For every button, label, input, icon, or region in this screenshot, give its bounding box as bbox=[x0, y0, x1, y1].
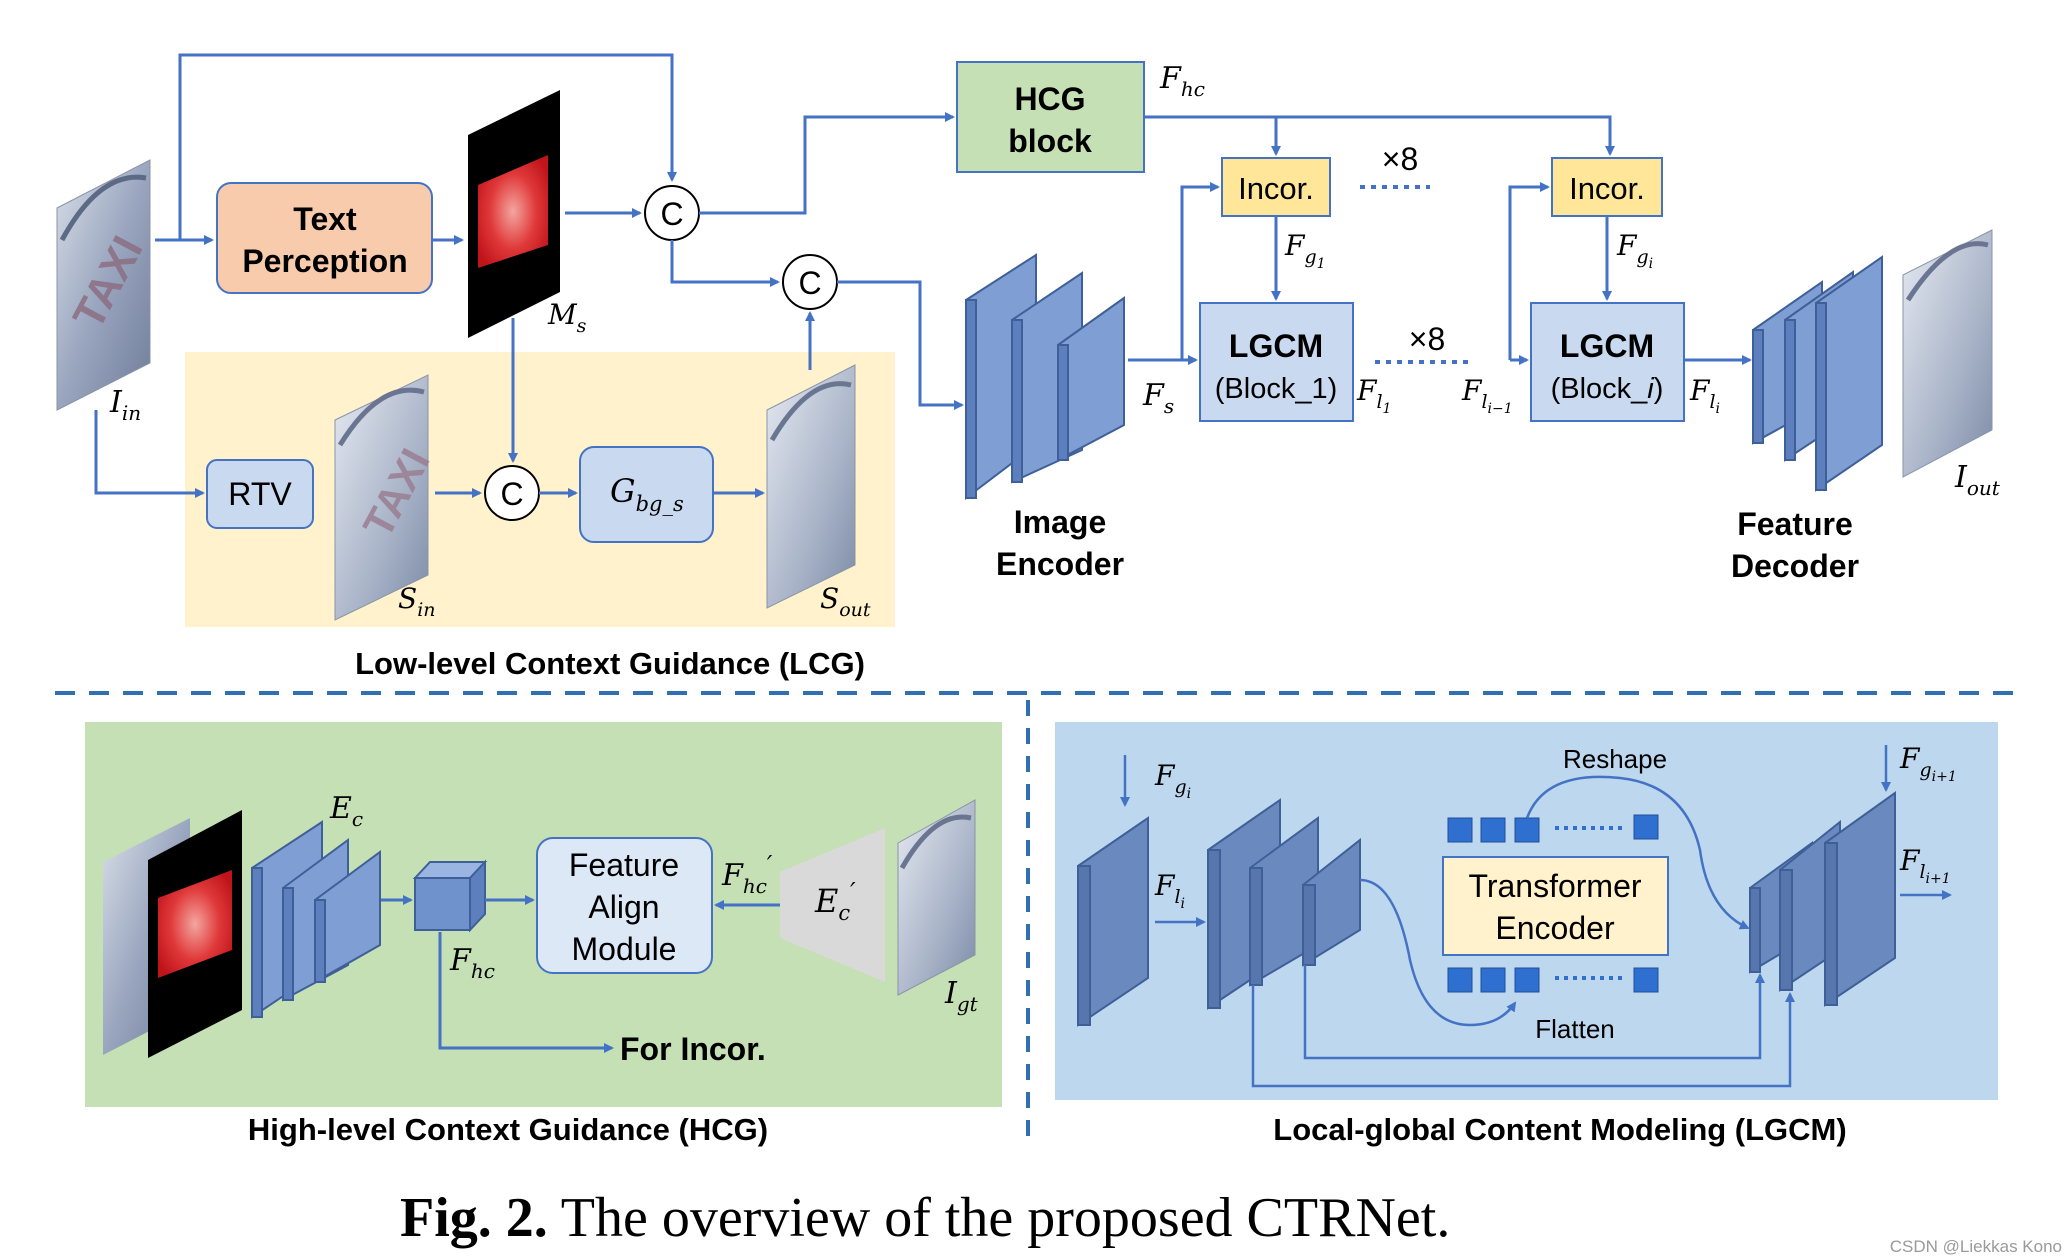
figure-caption: Fig. 2. The overview of the proposed CTR… bbox=[400, 1187, 1450, 1249]
label-S-out: Sout bbox=[820, 582, 871, 621]
label-F-li-top: Fli bbox=[1689, 374, 1720, 417]
label-F-li-minus: Fli−1 bbox=[1461, 374, 1513, 417]
image-encoder-stack bbox=[965, 253, 1125, 501]
token-row-bottom bbox=[1447, 967, 1659, 993]
image-encoder-label-2: Encoder bbox=[996, 546, 1124, 582]
structure-input-image: TAXI bbox=[334, 374, 439, 621]
lgcm-1-label: LGCM bbox=[1229, 328, 1323, 364]
label-F-gi-lgcm: Fgi bbox=[1154, 759, 1191, 802]
concat-label-3: C bbox=[500, 476, 523, 512]
ec-prime-encoder bbox=[780, 828, 885, 982]
feature-align-label-3: Module bbox=[572, 931, 677, 967]
text-perception-label-1: Text bbox=[293, 201, 357, 237]
token-row-top bbox=[1447, 814, 1659, 843]
repeat-label-mid: ×8 bbox=[1409, 321, 1445, 357]
hcg-input-images bbox=[103, 810, 242, 1058]
lgcm-arrows bbox=[1120, 745, 1952, 1088]
top-arrows bbox=[94, 53, 1752, 498]
label-F-gi-top: Fgi bbox=[1616, 229, 1653, 272]
label-F-hc-bottom: Fhc bbox=[449, 943, 495, 983]
lgcm-i-sub: (Block_i) bbox=[1551, 373, 1664, 405]
gt-image bbox=[897, 799, 976, 996]
label-M-s: Ms bbox=[547, 298, 587, 337]
label-F-l1: Fl1 bbox=[1356, 374, 1391, 417]
lcg-title: Low-level Context Guidance (LCG) bbox=[355, 646, 865, 681]
feature-align-label-2: Align bbox=[588, 889, 659, 925]
label-E-c-prime: Ec′ bbox=[814, 878, 856, 925]
hcg-arrows bbox=[381, 895, 780, 1053]
label-F-li-lgcm: Fli bbox=[1154, 869, 1185, 912]
text-perception-block bbox=[216, 182, 433, 294]
transformer-label-1: Transformer bbox=[1468, 868, 1641, 904]
label-S-in: Sin bbox=[398, 582, 436, 621]
text-mask-image bbox=[468, 90, 560, 338]
lgcm-input-map bbox=[1077, 816, 1149, 1027]
output-image bbox=[1902, 229, 1993, 478]
hcg-title: High-level Context Guidance (HCG) bbox=[248, 1112, 768, 1147]
lgcm-1-sub: (Block_1) bbox=[1215, 373, 1338, 405]
incor-label-i: Incor. bbox=[1569, 171, 1645, 206]
feature-decoder-label-2: Decoder bbox=[1731, 548, 1859, 584]
rtv-block bbox=[206, 459, 314, 529]
incor-label-1: Incor. bbox=[1238, 171, 1314, 206]
hcg-feature-cube bbox=[412, 859, 488, 933]
label-F-s: Fs bbox=[1142, 378, 1174, 418]
label-I-gt: Igt bbox=[944, 976, 979, 1016]
label-F-hc-prime: Fhc′ bbox=[721, 851, 773, 898]
label-I-out: Iout bbox=[1954, 460, 2001, 500]
lgcm-title: Local-global Content Modeling (LGCM) bbox=[1273, 1112, 1846, 1147]
transformer-encoder bbox=[1442, 856, 1669, 956]
lgcm-block-1 bbox=[1199, 302, 1354, 422]
watermark: CSDN @Liekkas Kono bbox=[1890, 1237, 2062, 1256]
reshape-label: Reshape bbox=[1563, 744, 1667, 774]
input-image: TAXI bbox=[56, 159, 153, 411]
label-I-in: Iin bbox=[109, 385, 141, 425]
for-incor-label: For Incor. bbox=[620, 1031, 766, 1067]
concat-label-2: C bbox=[798, 265, 821, 301]
feature-decoder-label-1: Feature bbox=[1737, 506, 1853, 542]
feature-decoder-stack bbox=[1752, 255, 1883, 492]
lgcm-i-label: LGCM bbox=[1560, 328, 1654, 364]
structure-output-image bbox=[766, 364, 856, 609]
incor-block-i bbox=[1551, 157, 1663, 217]
feature-align-module bbox=[536, 837, 713, 974]
label-F-li1: Fli+1 bbox=[1899, 844, 1951, 887]
hcg-encoder-stack bbox=[251, 820, 381, 1019]
feature-align-label-1: Feature bbox=[569, 847, 679, 883]
hcg-block-label-1: HCG bbox=[1014, 81, 1085, 117]
hcg-block-label-2: block bbox=[1008, 123, 1092, 159]
lgcm-local-stack bbox=[1207, 798, 1361, 1010]
label-F-gi1: Fgi+1 bbox=[1899, 742, 1957, 785]
repeat-label-top: ×8 bbox=[1382, 141, 1418, 177]
label-F-g1: Fg1 bbox=[1284, 229, 1326, 272]
flatten-label: Flatten bbox=[1535, 1014, 1615, 1044]
g-bg-label: Gbg_s bbox=[610, 472, 684, 516]
transformer-label-2: Encoder bbox=[1495, 910, 1615, 946]
lgcm-output-stack bbox=[1749, 791, 1896, 1007]
label-E-c: Ec bbox=[329, 791, 363, 831]
lgcm-block-i bbox=[1530, 302, 1685, 422]
concat-label-1: C bbox=[660, 196, 683, 232]
image-encoder-label-1: Image bbox=[1014, 504, 1106, 540]
hcg-block bbox=[956, 61, 1145, 173]
text-perception-label-2: Perception bbox=[242, 243, 407, 279]
label-F-hc-top: Fhc bbox=[1159, 61, 1205, 101]
rtv-label: RTV bbox=[228, 476, 292, 512]
incor-block-1 bbox=[1221, 157, 1331, 217]
